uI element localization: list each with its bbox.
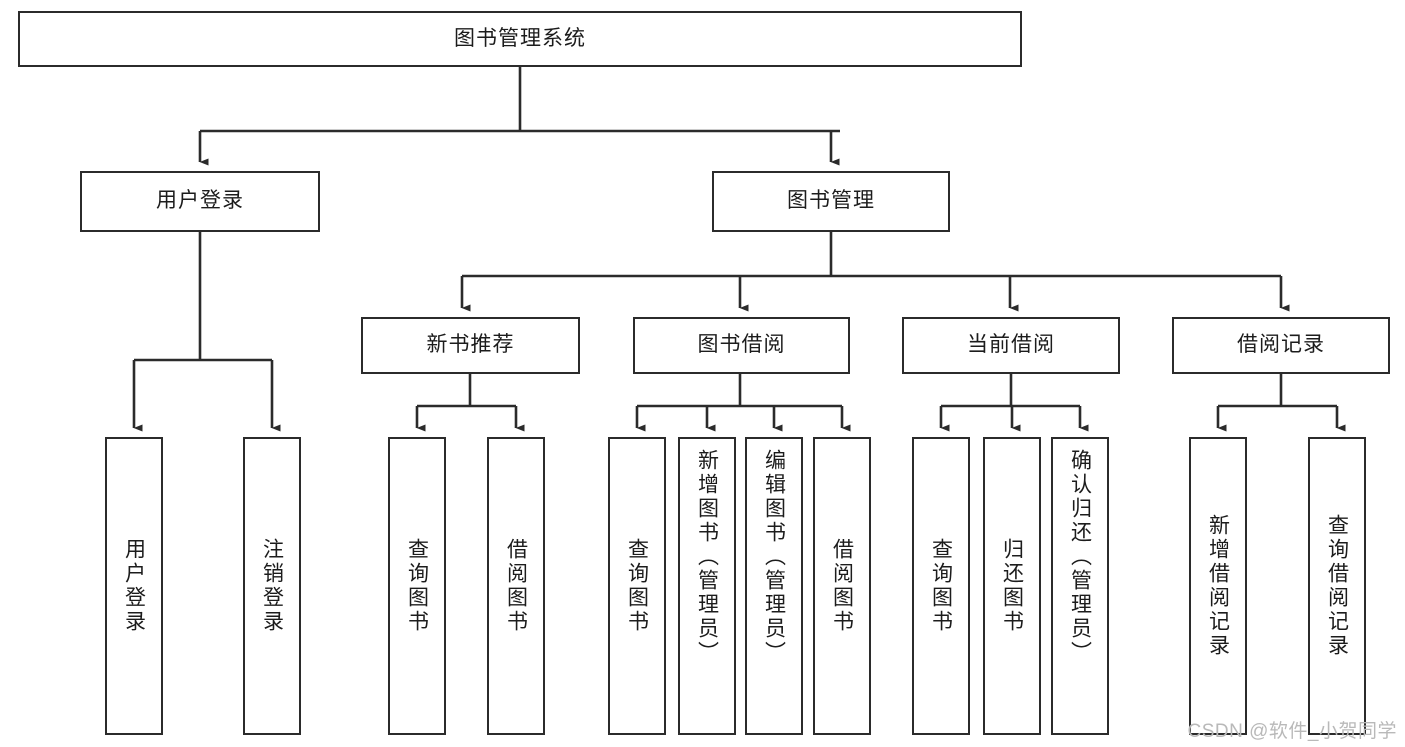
node-leaf-add-book-label: 新增图书（管理员） <box>695 449 719 665</box>
node-current-borrow[interactable]: 当前借阅 <box>902 317 1120 374</box>
node-leaf-add-record-label: 新增借阅记录 <box>1206 514 1230 658</box>
node-leaf-query-book-2-label: 查询图书 <box>625 538 649 634</box>
node-book-manage-label: 图书管理 <box>787 189 875 213</box>
node-leaf-confirm-return-label: 确认归还（管理员） <box>1068 449 1092 665</box>
node-leaf-user-logout-label: 注销登录 <box>260 538 284 634</box>
node-leaf-query-book-3[interactable]: 查询图书 <box>912 437 970 735</box>
node-leaf-borrow-book-1[interactable]: 借阅图书 <box>487 437 545 735</box>
node-leaf-confirm-return[interactable]: 确认归还（管理员） <box>1051 437 1109 735</box>
node-borrow-record-label: 借阅记录 <box>1237 333 1325 357</box>
node-leaf-add-book[interactable]: 新增图书（管理员） <box>678 437 736 735</box>
node-leaf-user-login-label: 用户登录 <box>122 538 146 634</box>
node-leaf-return-book[interactable]: 归还图书 <box>983 437 1041 735</box>
node-leaf-borrow-book-2[interactable]: 借阅图书 <box>813 437 871 735</box>
node-root[interactable]: 图书管理系统 <box>18 11 1022 67</box>
node-root-label: 图书管理系统 <box>454 26 586 50</box>
node-leaf-query-book-1-label: 查询图书 <box>405 538 429 634</box>
node-leaf-query-book-2[interactable]: 查询图书 <box>608 437 666 735</box>
node-leaf-query-record[interactable]: 查询借阅记录 <box>1308 437 1366 735</box>
node-book-borrow-label: 图书借阅 <box>697 333 786 357</box>
node-leaf-user-login[interactable]: 用户登录 <box>105 437 163 735</box>
watermark-text: CSDN @软件_小贺同学 <box>1187 721 1397 742</box>
node-leaf-borrow-book-2-label: 借阅图书 <box>830 538 854 634</box>
node-book-manage[interactable]: 图书管理 <box>712 171 950 232</box>
node-leaf-return-book-label: 归还图书 <box>1000 538 1024 634</box>
node-leaf-user-logout[interactable]: 注销登录 <box>243 437 301 735</box>
node-leaf-add-record[interactable]: 新增借阅记录 <box>1189 437 1247 735</box>
node-leaf-edit-book[interactable]: 编辑图书（管理员） <box>745 437 803 735</box>
node-leaf-query-book-3-label: 查询图书 <box>929 538 953 634</box>
node-leaf-edit-book-label: 编辑图书（管理员） <box>762 449 786 665</box>
node-user-login[interactable]: 用户登录 <box>80 171 320 232</box>
node-new-book-recommend-label: 新书推荐 <box>426 333 515 357</box>
node-new-book-recommend[interactable]: 新书推荐 <box>361 317 580 374</box>
node-leaf-borrow-book-1-label: 借阅图书 <box>504 538 528 634</box>
node-book-borrow[interactable]: 图书借阅 <box>633 317 850 374</box>
node-leaf-query-book-1[interactable]: 查询图书 <box>388 437 446 735</box>
node-leaf-query-record-label: 查询借阅记录 <box>1325 514 1349 658</box>
node-borrow-record[interactable]: 借阅记录 <box>1172 317 1390 374</box>
node-user-login-label: 用户登录 <box>156 189 244 213</box>
node-current-borrow-label: 当前借阅 <box>967 333 1055 357</box>
